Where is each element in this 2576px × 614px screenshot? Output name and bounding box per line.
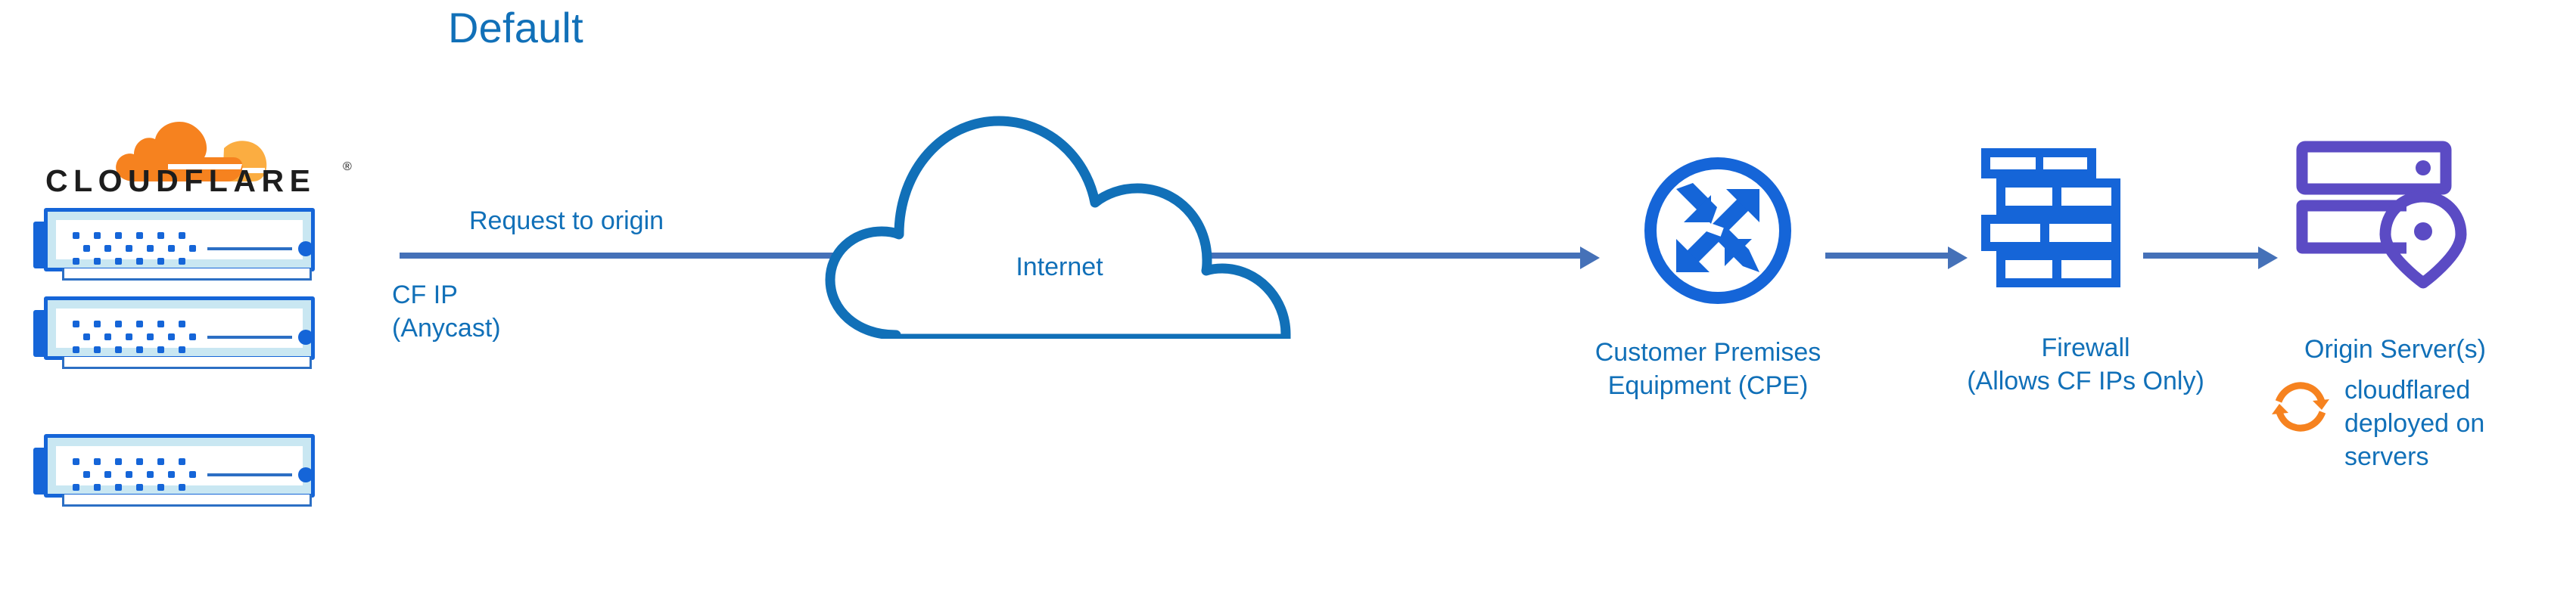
registered-mark: ® [343, 160, 352, 173]
rack-panel [56, 220, 313, 265]
cf-ip-label-line2: (Anycast) [392, 314, 501, 343]
rack-vent-dots-icon [73, 232, 196, 265]
arrow-edge-to-cpe-head [1580, 247, 1600, 269]
firewall-label-line1: Firewall [2041, 333, 2130, 362]
cloudflare-logo-block: CLOUDFLARE ® [38, 103, 352, 201]
internet-label: Internet [1016, 253, 1103, 281]
rack-frame [44, 296, 315, 360]
rack-base-shelf [62, 495, 312, 507]
cpe-label: Customer Premises Equipment (CPE) [1538, 336, 1878, 402]
rack-vent-dots-icon [73, 458, 196, 492]
internet-cloud-node: Internet [823, 112, 1296, 344]
rack-base-shelf [62, 357, 312, 369]
page-title: Default [448, 4, 583, 51]
rack-status-led-icon [298, 241, 313, 256]
rack-frame [44, 434, 315, 498]
cpe-label-line1: Customer Premises [1594, 338, 1822, 367]
cloudflare-wordmark: CLOUDFLARE [45, 163, 316, 198]
arrow-cpe-to-firewall-head [1948, 247, 1968, 269]
cloud-outline-icon [825, 116, 1291, 344]
server-rack-1 [33, 208, 328, 281]
router-four-arrows-icon [1644, 157, 1791, 304]
origin-server-node [2293, 138, 2475, 289]
rack-slot-line-icon [207, 247, 292, 250]
brick-wall-icon [1981, 148, 2120, 287]
cpe-label-line2: Equipment (CPE) [1607, 371, 1809, 400]
rack-slot-line-icon [207, 336, 292, 339]
rack-panel [56, 446, 313, 491]
rack-base-shelf [62, 268, 312, 281]
firewall-node [1975, 142, 2126, 293]
server-rack-3 [33, 434, 328, 507]
rack-panel [56, 309, 313, 353]
request-to-origin-label: Request to origin [469, 206, 664, 235]
rack-status-led-icon [298, 467, 313, 482]
firewall-label: Firewall (Allows CF IPs Only) [1913, 331, 2258, 398]
arrow-firewall-to-origin-line [2143, 253, 2258, 259]
arrow-cpe-to-firewall-line [1825, 253, 1948, 259]
cf-ip-label-line1: CF IP [392, 281, 458, 309]
firewall-label-line2: (Allows CF IPs Only) [1967, 367, 2204, 395]
cloudflared-sync-icon [2272, 378, 2329, 436]
origin-server-label: Origin Server(s) [2304, 335, 2486, 364]
rack-status-led-icon [298, 330, 313, 345]
circular-sync-arrows-icon [2272, 382, 2329, 432]
cloudflare-cloud-logo-icon [116, 122, 267, 181]
server-rack-2 [33, 296, 328, 369]
server-stack-location-pin-icon [2296, 141, 2467, 289]
rack-frame [44, 208, 315, 271]
rack-vent-dots-icon [73, 321, 196, 354]
rack-slot-line-icon [207, 473, 292, 476]
cpe-node [1638, 151, 1797, 310]
cloudflared-note-text: cloudflared deployed on servers [2344, 376, 2485, 471]
arrow-firewall-to-origin-head [2258, 247, 2278, 269]
